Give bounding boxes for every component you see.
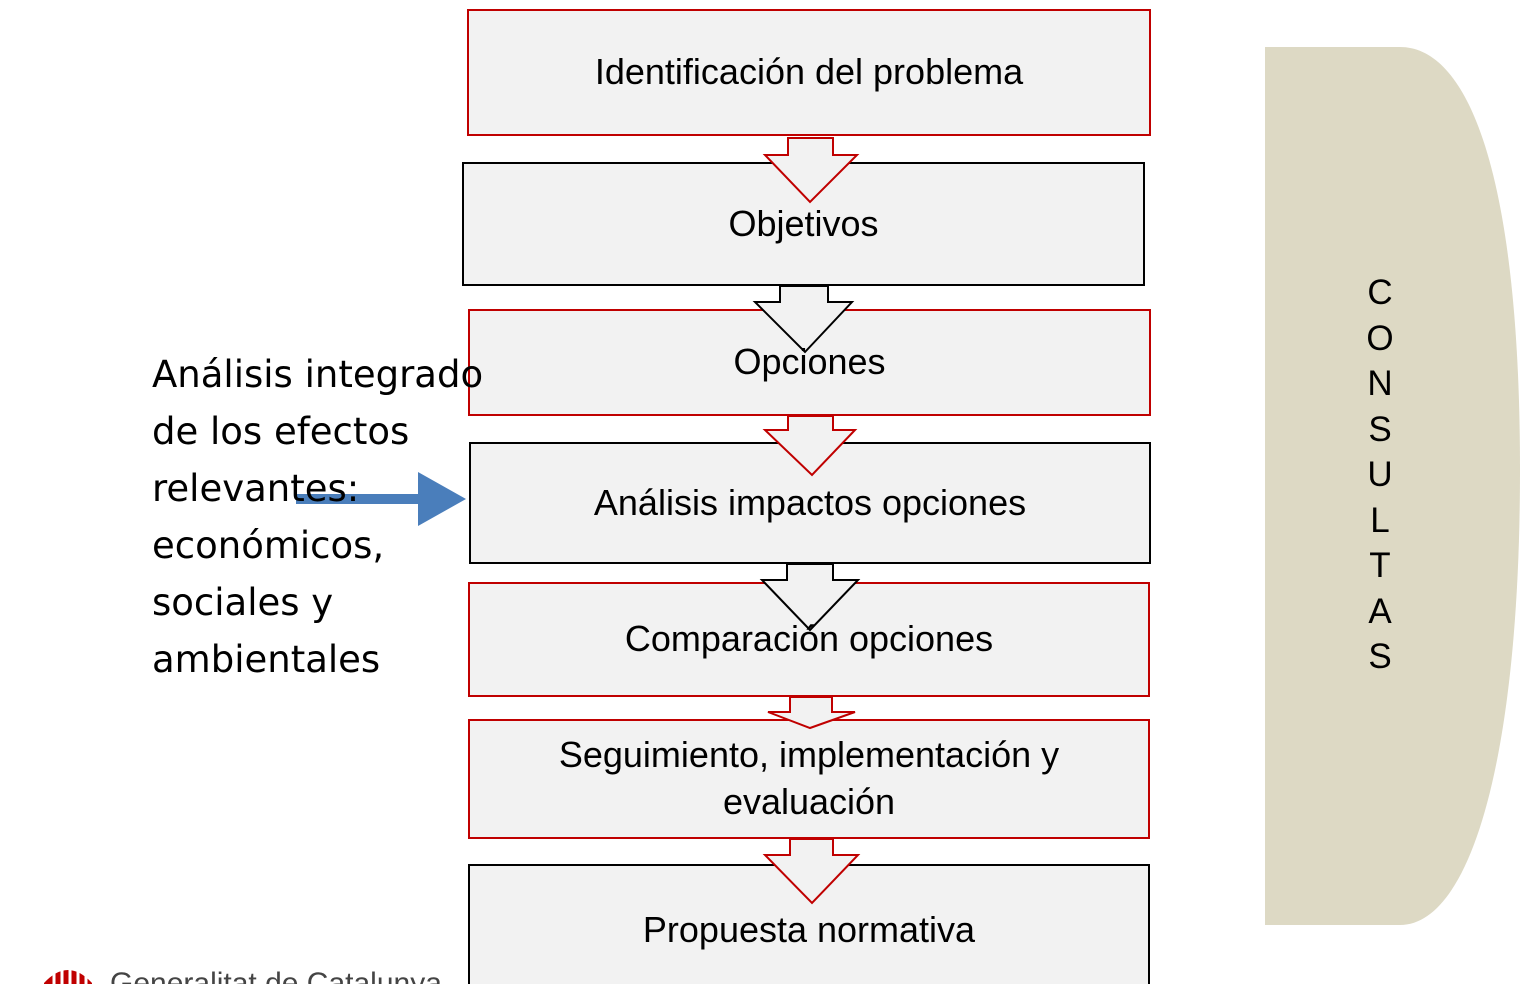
- side-note-line: relevantes:: [152, 467, 360, 510]
- consultas-letter: U: [1367, 455, 1393, 494]
- down-arrow-5: [767, 696, 856, 730]
- footer-label: Generalitat de Catalunya: [110, 967, 442, 984]
- consultas-letter: S: [1368, 409, 1392, 449]
- generalitat-logo-icon: [44, 966, 92, 984]
- down-arrow-6: [762, 838, 861, 905]
- consultas-letter: C: [1367, 273, 1393, 312]
- consultas-letter: T: [1369, 546, 1391, 585]
- down-arrow-3: [762, 415, 858, 477]
- side-note-line: sociales y: [152, 581, 334, 624]
- side-note-line: Análisis integrado: [152, 353, 484, 396]
- step-label: Análisis impactos opciones: [593, 481, 1027, 523]
- consultas-letter: O: [1366, 318, 1394, 358]
- step-label: Identificación del problema: [594, 51, 1024, 93]
- step-box-identificacion: [467, 9, 1151, 136]
- side-note-line: de los efectos: [152, 410, 410, 453]
- right-arrow-blue: [296, 472, 466, 526]
- consultas-shape: [1265, 47, 1520, 925]
- step-label: Objetivos: [728, 202, 879, 244]
- step-label: Seguimiento, implementación y evaluación: [558, 734, 1060, 822]
- consultas-letter: N: [1367, 364, 1393, 403]
- side-note: Análisis integrado de los efectos releva…: [152, 346, 484, 688]
- down-arrow-2: [752, 285, 855, 354]
- consultas-letter: A: [1368, 591, 1392, 631]
- down-arrow-4: [759, 563, 861, 632]
- step-label: Propuesta normativa: [642, 909, 976, 950]
- side-note-line: ambientales: [152, 638, 381, 681]
- consultas-label: C O N S U L T A S: [1340, 270, 1420, 680]
- down-arrow-1: [762, 137, 860, 204]
- side-note-line: económicos,: [152, 524, 385, 567]
- step-label: Opciones: [733, 341, 886, 383]
- step-label: Comparación opciones: [624, 618, 994, 660]
- consultas-letter: S: [1368, 637, 1392, 676]
- footer: Generalitat de Catalunya: [40, 955, 442, 984]
- consultas-letter: L: [1370, 500, 1390, 540]
- step-box-seguimiento: [468, 719, 1150, 839]
